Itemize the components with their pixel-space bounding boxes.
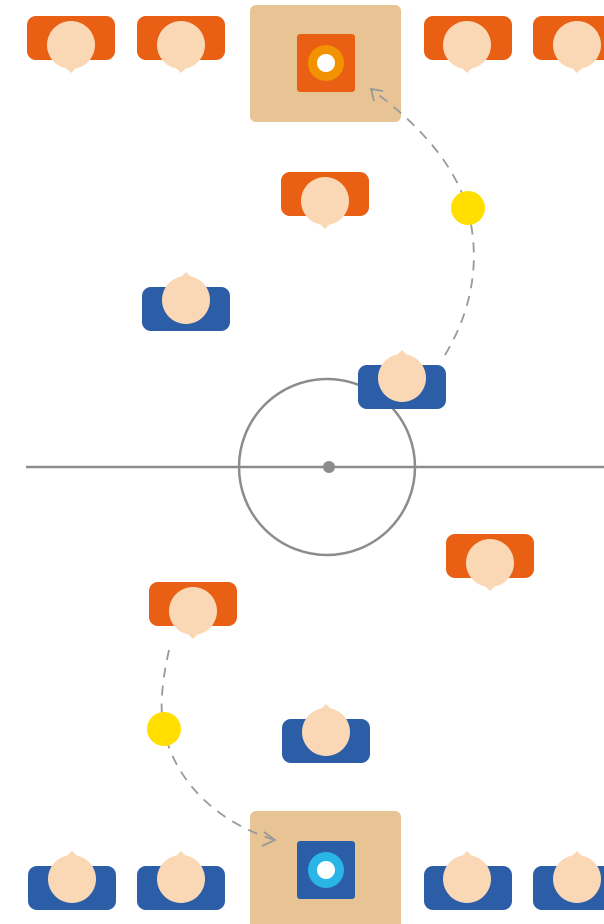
- player-head: [302, 708, 350, 756]
- player-head: [47, 21, 95, 69]
- player-head: [48, 855, 96, 903]
- player-head: [157, 21, 205, 69]
- goal-bottom: [250, 811, 401, 924]
- player-head: [378, 354, 426, 402]
- goal-top: [250, 5, 401, 122]
- player-head: [443, 21, 491, 69]
- player-head: [169, 587, 217, 635]
- goal-center-bottom: [317, 861, 335, 879]
- player-head: [466, 539, 514, 587]
- center-spot: [323, 461, 335, 473]
- player-head: [553, 21, 601, 69]
- ball: [451, 191, 485, 225]
- player-head: [443, 855, 491, 903]
- player-head: [157, 855, 205, 903]
- player-head: [301, 177, 349, 225]
- goal-center-top: [317, 54, 335, 72]
- player-head: [553, 855, 601, 903]
- ball: [147, 712, 181, 746]
- player-head: [162, 276, 210, 324]
